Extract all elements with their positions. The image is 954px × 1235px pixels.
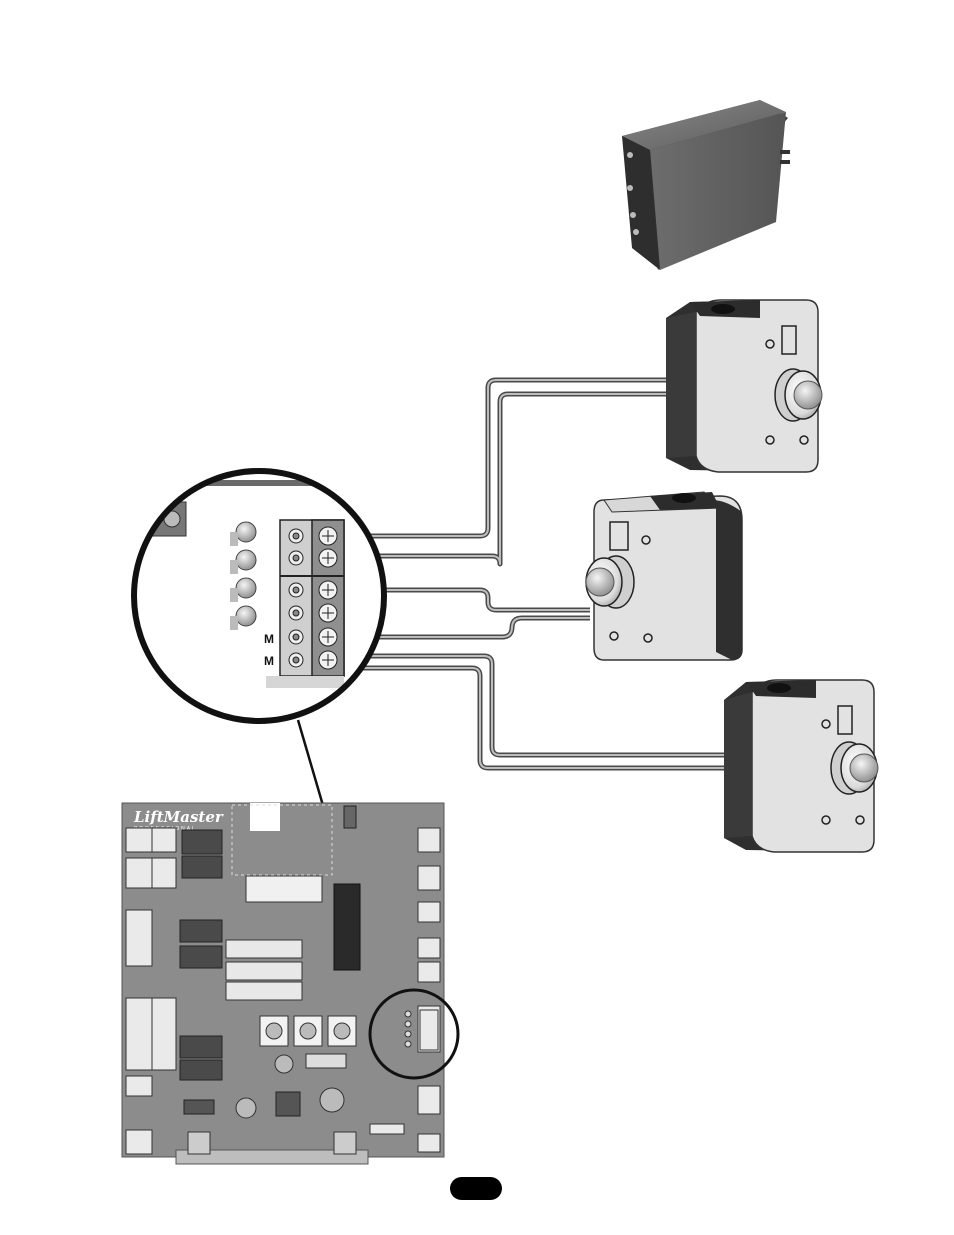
wire-bottom-station-a xyxy=(345,656,724,755)
push-button-station-top xyxy=(666,300,822,472)
board-brand: LiftMaster xyxy=(133,808,224,826)
terminal-label-m1: M xyxy=(264,632,274,646)
terminal-zoom-detail: M M xyxy=(130,470,390,730)
terminal-block xyxy=(280,520,344,676)
push-button-station-bottom xyxy=(724,680,878,852)
terminal-label-m2: M xyxy=(264,654,274,668)
relay-module xyxy=(622,100,790,270)
push-button-station-middle xyxy=(586,492,742,660)
page-number-badge xyxy=(450,1177,502,1200)
control-board: LiftMaster PROFESSIONAL xyxy=(122,803,458,1164)
